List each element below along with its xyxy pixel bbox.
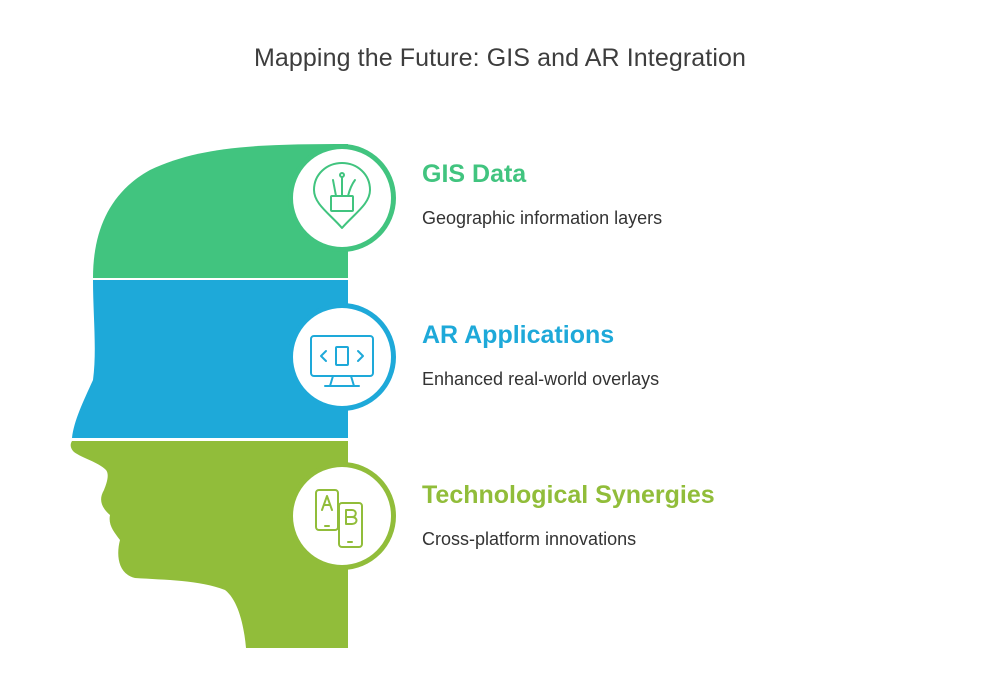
page-title: Mapping the Future: GIS and AR Integrati… [254,44,746,72]
section-technological-synergies: Technological Synergies Cross-platform i… [422,480,962,550]
section-ar-applications: AR Applications Enhanced real-world over… [422,320,962,390]
section-description-gis-data: Geographic information layers [422,208,663,228]
technological-synergies-badge [288,462,396,570]
section-gis-data: GIS Data Geographic information layers [422,159,962,229]
gis-data-badge [288,144,396,252]
section-heading-technological-synergies: Technological Synergies [422,481,715,509]
section-description-ar-applications: Enhanced real-world overlays [422,369,660,389]
head-segment-bottom [70,441,349,648]
head-segment-top [93,144,348,278]
map-pin-paint-icon [313,162,371,229]
section-description-technological-synergies: Cross-platform innovations [422,529,637,549]
section-heading-ar-applications: AR Applications [422,321,615,349]
ar-applications-badge [288,303,396,411]
ab-phones-icon [315,489,363,548]
head-segment-middle [72,280,348,438]
monitor-code-icon [310,335,374,387]
section-heading-gis-data: GIS Data [422,160,527,188]
